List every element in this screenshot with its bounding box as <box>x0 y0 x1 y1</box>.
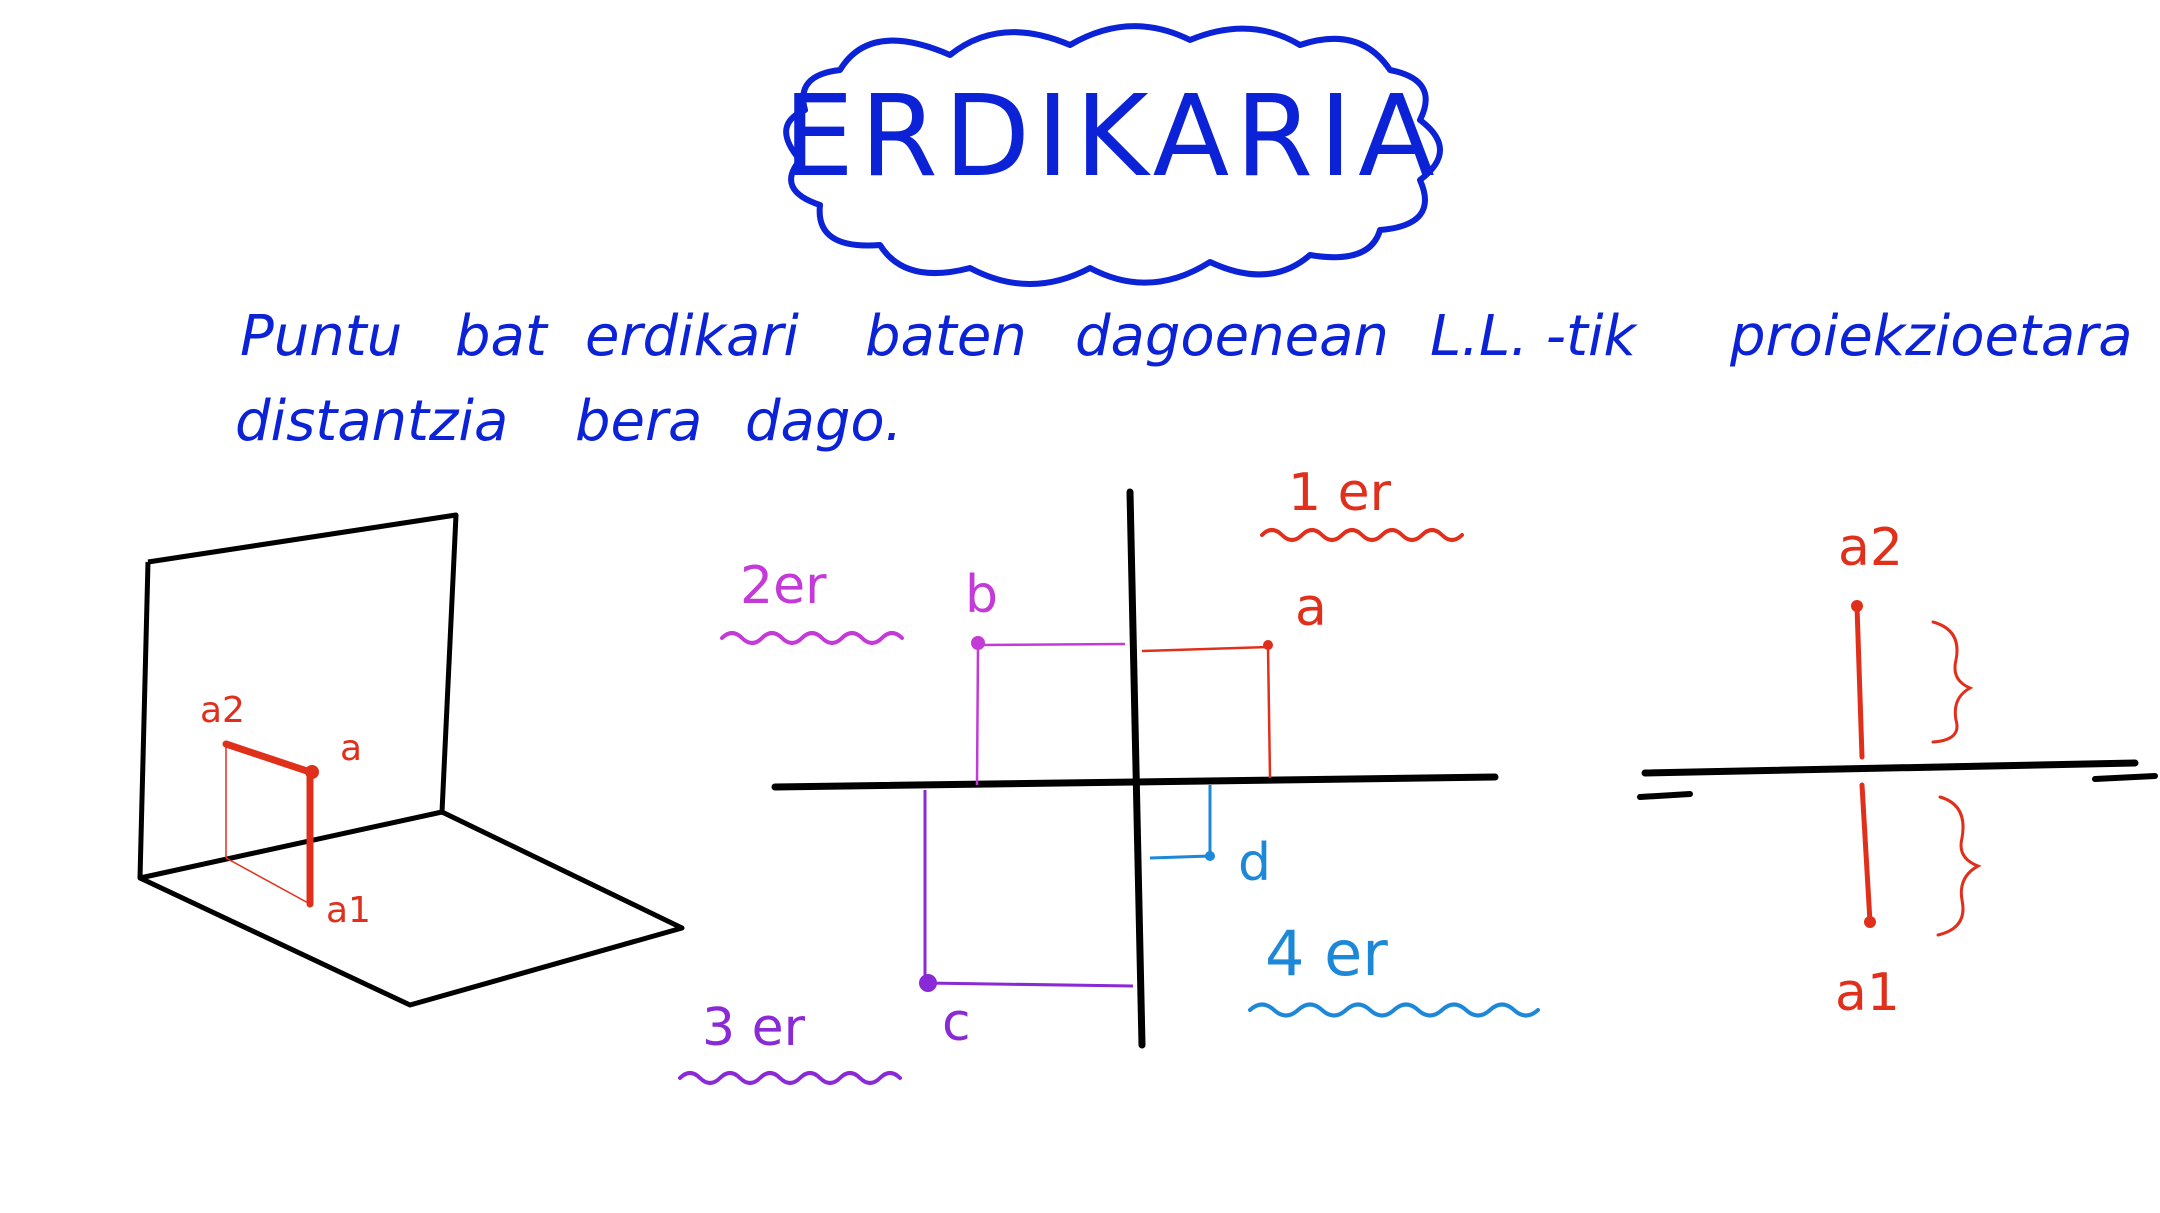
point-a1-dot <box>1864 916 1876 928</box>
perspective-diagram: a2 a a1 <box>137 512 685 1008</box>
quadrant-diagram: a 1 er b 2er c 3 er d 4 er <box>678 463 1540 1085</box>
statement-word: dago. <box>745 389 902 454</box>
quadrant-label-4: 4 er <box>1265 917 1388 990</box>
projection-diagram: a2 a1 <box>1637 518 2158 1023</box>
squiggle-underline <box>1248 1002 1540 1018</box>
statement-word: erdikari <box>585 304 799 369</box>
point-a-dot <box>1263 640 1273 650</box>
point-d-dot <box>1205 851 1215 861</box>
projection-line <box>225 857 311 905</box>
statement-word: proiekzioetara <box>1729 304 2133 369</box>
statement-word: Puntu <box>240 304 402 369</box>
ground-line <box>771 773 1499 791</box>
statement-word: bat <box>455 304 549 369</box>
ground-line-tick <box>1637 791 1693 800</box>
horizontal-plane <box>138 809 685 1008</box>
page-title: ERDIKARIA <box>783 72 1440 202</box>
statement-word: baten <box>865 304 1027 369</box>
vertical-axis <box>1126 488 1146 1049</box>
statement: Puntu bat erdikari baten dagoenean L.L. … <box>235 304 2133 454</box>
ground-line-tick <box>2092 773 2158 782</box>
projection-c <box>923 790 1134 988</box>
projection-segment-lower <box>1859 782 1873 925</box>
projection-segment-upper <box>1854 603 1865 760</box>
projection-b <box>975 642 1126 786</box>
brace-lower <box>1936 795 1982 937</box>
point-b-dot <box>971 636 985 650</box>
label-a1: a1 <box>1835 963 1900 1023</box>
label-a2: a2 <box>1838 518 1903 578</box>
title-cloud-outline <box>783 23 1443 287</box>
statement-line-1: Puntu bat erdikari baten dagoenean L.L. … <box>240 304 2133 369</box>
statement-word: bera <box>575 389 702 454</box>
brace-upper <box>1931 620 1974 744</box>
squiggle-underline <box>1260 528 1464 542</box>
statement-word: L.L. -tik <box>1430 304 1639 369</box>
statement-word: distantzia <box>235 389 508 454</box>
label-point-c: c <box>942 993 971 1053</box>
point-a-dot <box>305 765 319 779</box>
label-a2: a2 <box>200 690 245 731</box>
point-c-dot <box>919 974 937 992</box>
quadrant-label-1: 1 er <box>1288 463 1392 523</box>
quadrant-label-2: 2er <box>740 556 827 616</box>
squiggle-underline <box>678 1071 902 1085</box>
statement-word: dagoenean <box>1075 304 1389 369</box>
title-cloud: ERDIKARIA <box>783 23 1443 287</box>
label-point-b: b <box>965 565 998 625</box>
vertical-plane <box>137 512 459 881</box>
projection-a <box>1141 645 1272 779</box>
point-a2-dot <box>1851 600 1863 612</box>
label-a1: a1 <box>326 890 371 931</box>
label-point-a: a <box>1295 578 1327 638</box>
squiggle-underline <box>720 631 904 645</box>
ground-line <box>1641 759 2139 777</box>
segment-a-a2 <box>222 740 314 776</box>
quadrant-label-3: 3 er <box>702 998 806 1058</box>
projection-d <box>1149 785 1212 860</box>
statement-line-2: distantzia bera dago. <box>235 389 902 454</box>
label-a: a <box>340 728 362 769</box>
label-point-d: d <box>1238 833 1271 893</box>
